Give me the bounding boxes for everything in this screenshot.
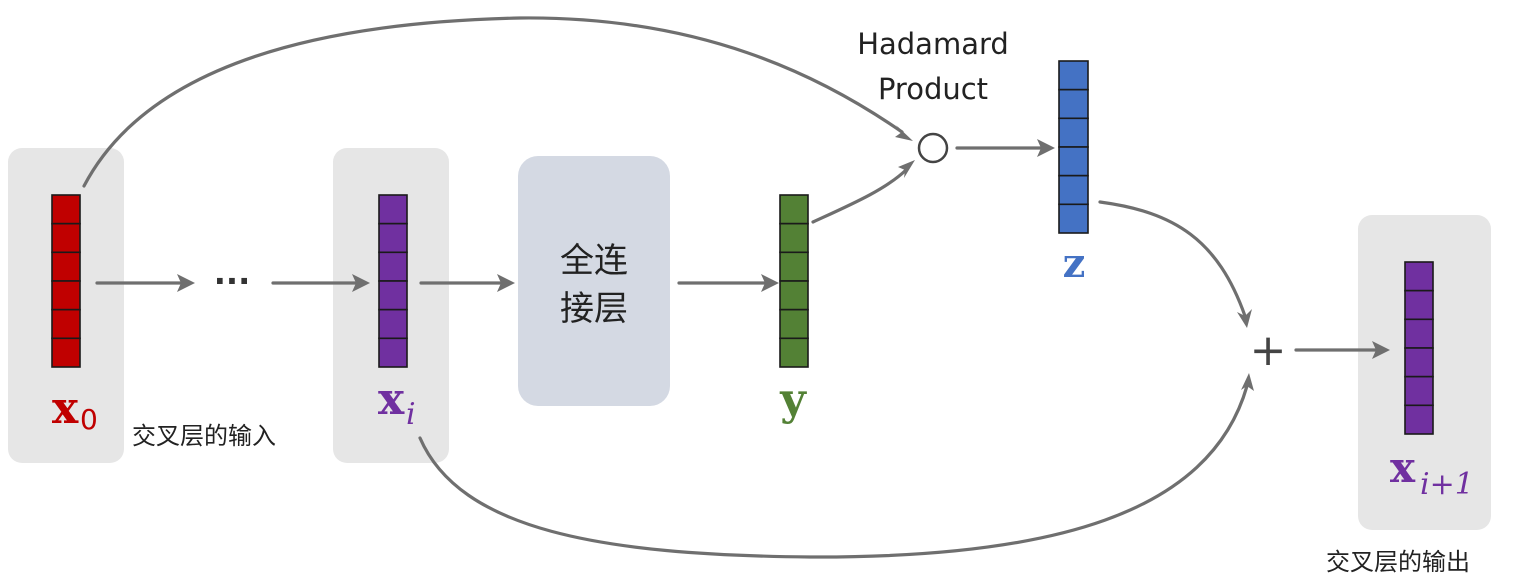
vector-cell bbox=[779, 194, 809, 225]
vector-xi1 bbox=[1404, 261, 1434, 435]
vector-cell bbox=[779, 280, 809, 311]
z-label: z bbox=[1063, 240, 1086, 287]
vector-cell bbox=[378, 194, 408, 225]
vector-cell bbox=[1404, 261, 1434, 292]
curve-x0-to-hadamard bbox=[82, 16, 904, 188]
arrowhead-y-curve bbox=[898, 160, 915, 178]
y-label: y bbox=[779, 374, 807, 425]
arrowhead-x0-curve bbox=[895, 125, 913, 141]
arrowhead-ellipsis bbox=[177, 274, 195, 292]
curve-z-to-plus bbox=[1098, 200, 1247, 318]
xi-label: x i bbox=[378, 374, 416, 432]
vector-cell bbox=[51, 222, 81, 254]
vector-y bbox=[779, 194, 809, 368]
vector-cell bbox=[51, 308, 81, 340]
xi1-label-sub: i+1 bbox=[1420, 467, 1474, 502]
arrowhead-z-curve bbox=[1237, 309, 1252, 328]
xi1-label-main: x bbox=[1390, 443, 1416, 492]
arrowhead-z bbox=[1037, 139, 1055, 157]
fc-label-line2: 接层 bbox=[560, 289, 628, 329]
vector-cell bbox=[51, 251, 81, 282]
ellipsis: ··· bbox=[214, 262, 250, 300]
vector-cell bbox=[1058, 117, 1089, 148]
hadamard-product-operator bbox=[917, 132, 949, 164]
vector-cell bbox=[1404, 404, 1434, 435]
vector-cell bbox=[51, 280, 81, 311]
arrowhead-xi-curve bbox=[1241, 373, 1254, 391]
vector-cell bbox=[378, 280, 408, 311]
fully-connected-layer-box bbox=[518, 156, 670, 406]
curve-y-to-hadamard bbox=[811, 168, 908, 224]
vector-cell bbox=[51, 337, 81, 368]
vector-cell bbox=[779, 222, 809, 254]
x0-label-sub: 0 bbox=[80, 403, 98, 436]
arrowhead-output bbox=[1372, 341, 1390, 359]
arrowhead-fc bbox=[497, 274, 515, 292]
vector-cell bbox=[779, 308, 809, 340]
vector-cell bbox=[1404, 375, 1434, 407]
vector-cell bbox=[1058, 203, 1089, 234]
vector-cell bbox=[378, 337, 408, 368]
vector-cell bbox=[378, 222, 408, 254]
vector-cell bbox=[378, 308, 408, 340]
fc-label-line1: 全连 bbox=[560, 241, 628, 281]
curve-xi-to-plus bbox=[418, 384, 1249, 559]
xi-label-main: x bbox=[378, 374, 405, 425]
vector-z bbox=[1058, 60, 1089, 234]
vector-cell bbox=[779, 251, 809, 282]
vector-cell bbox=[1404, 289, 1434, 321]
vector-cell bbox=[1058, 146, 1089, 177]
arrowhead-y bbox=[761, 274, 779, 292]
xi1-label: x i+1 bbox=[1390, 443, 1474, 502]
arrowhead-xi bbox=[352, 274, 370, 292]
cross-layer-output-caption: 交叉层的输出 bbox=[1326, 548, 1470, 576]
vector-cell bbox=[1058, 174, 1089, 206]
vector-cell bbox=[51, 194, 81, 225]
vector-cell bbox=[378, 251, 408, 282]
vector-xi bbox=[378, 194, 408, 368]
vector-x0 bbox=[51, 194, 81, 368]
cross-layer-input-caption: 交叉层的输入 bbox=[132, 422, 276, 450]
plus-operator: + bbox=[1250, 325, 1287, 376]
hadamard-label-line1: Hadamard bbox=[857, 27, 1009, 61]
vector-cell bbox=[1404, 347, 1434, 378]
x0-label: x 0 bbox=[52, 383, 98, 436]
hadamard-label-line2: Product bbox=[878, 72, 988, 106]
vector-cell bbox=[1404, 318, 1434, 349]
vector-cell bbox=[1058, 88, 1089, 120]
xi-label-sub: i bbox=[406, 397, 416, 432]
vector-cell bbox=[779, 337, 809, 368]
vector-cell bbox=[1058, 60, 1089, 91]
x0-label-main: x bbox=[52, 383, 79, 434]
